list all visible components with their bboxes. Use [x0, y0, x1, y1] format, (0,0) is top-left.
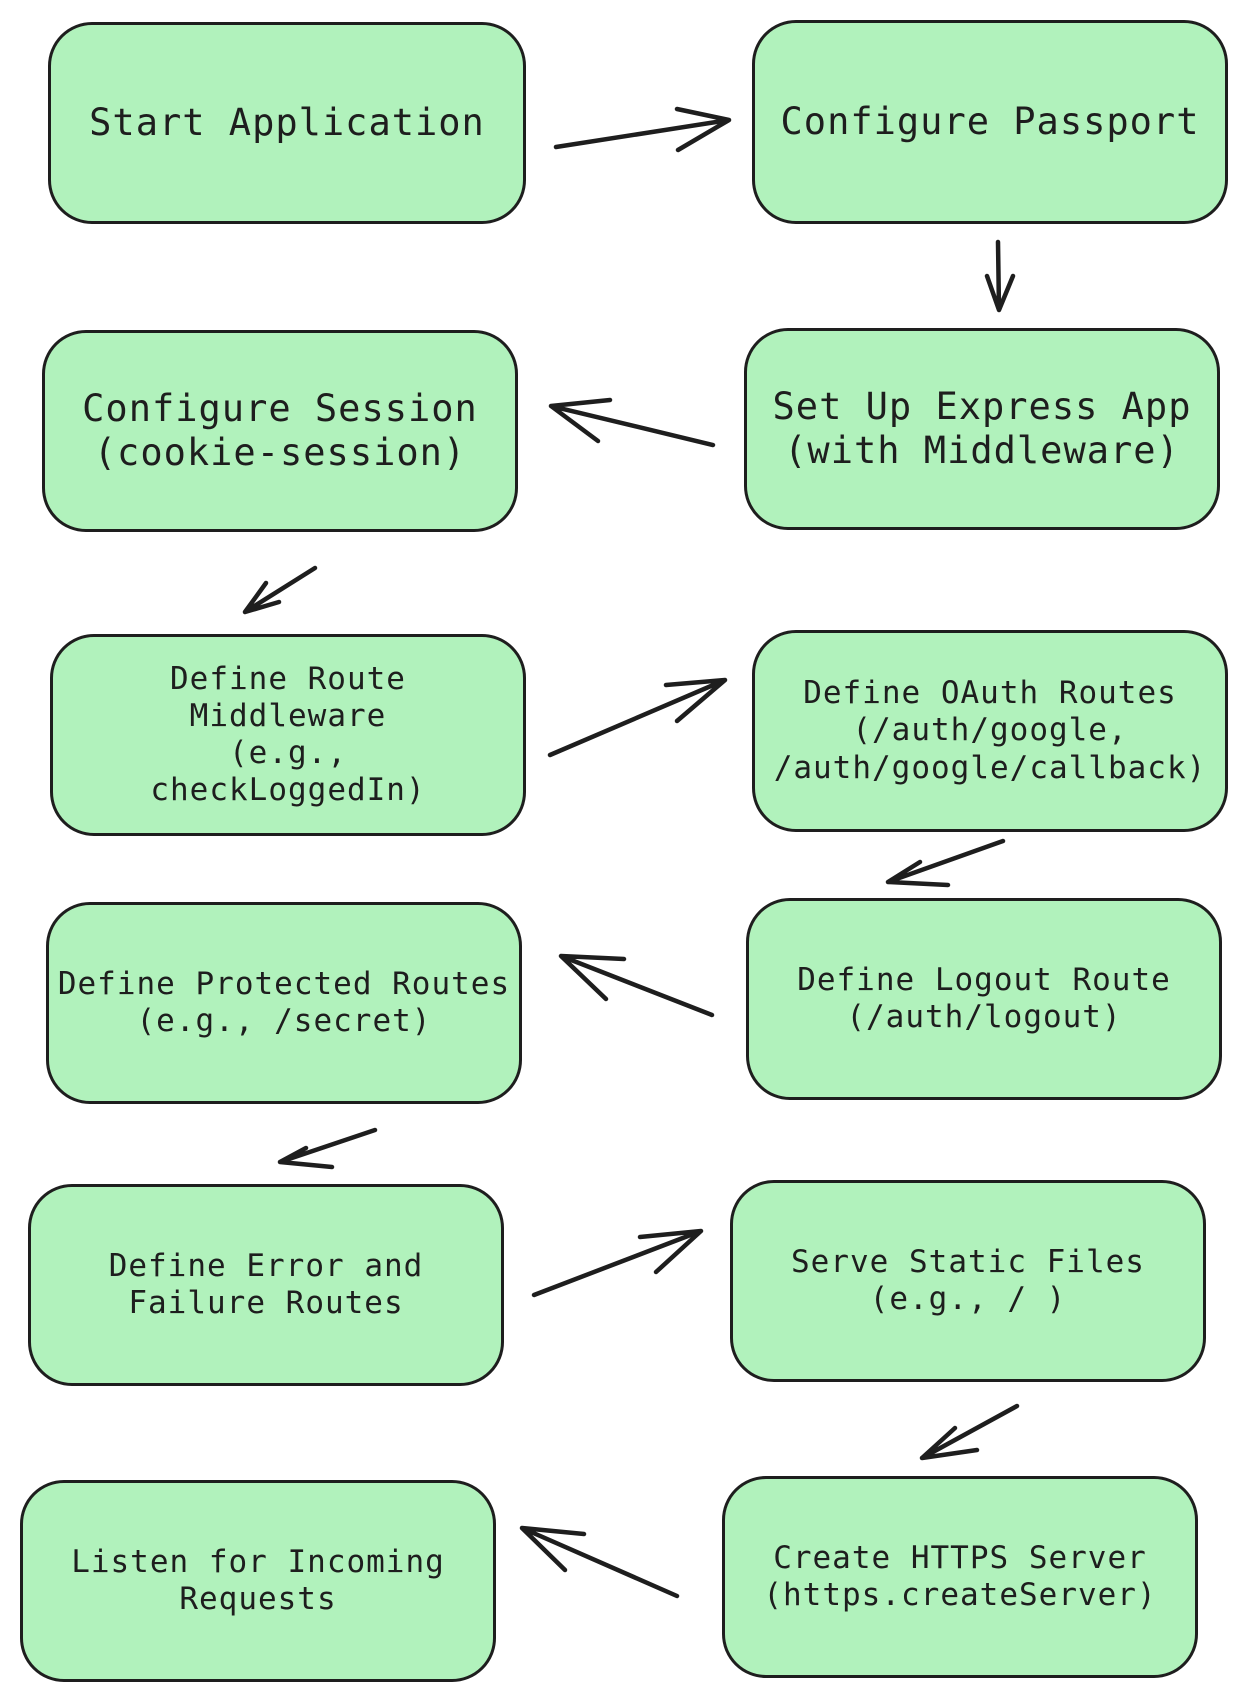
arrow-logout-to-protected: [558, 953, 715, 1018]
node-define-logout-route[interactable]: Define Logout Route (/auth/logout): [746, 898, 1222, 1100]
arrow-session-to-route-middleware: [242, 565, 318, 615]
node-configure-session[interactable]: Configure Session (cookie-session): [42, 330, 518, 532]
arrow-protected-to-error: [277, 1127, 378, 1170]
node-create-https-server[interactable]: Create HTTPS Server (https.createServer): [722, 1476, 1198, 1678]
arrow-static-to-https: [919, 1403, 1020, 1461]
node-set-up-express-app[interactable]: Set Up Express App (with Middleware): [744, 328, 1220, 530]
node-define-protected-routes[interactable]: Define Protected Routes (e.g., /secret): [46, 902, 522, 1104]
node-serve-static-files[interactable]: Serve Static Files (e.g., / ): [730, 1180, 1206, 1382]
arrow-passport-to-express: [984, 239, 1016, 313]
arrow-error-to-static: [531, 1228, 704, 1298]
arrow-express-to-session: [548, 397, 716, 448]
node-start-application[interactable]: Start Application: [48, 22, 526, 224]
node-configure-passport[interactable]: Configure Passport: [752, 20, 1228, 224]
node-define-error-failure-routes[interactable]: Define Error and Failure Routes: [28, 1184, 504, 1386]
node-listen-incoming-requests[interactable]: Listen for Incoming Requests: [20, 1480, 496, 1682]
arrow-start-to-passport: [553, 106, 732, 153]
arrow-oauth-to-logout: [885, 838, 1006, 888]
node-define-route-middleware[interactable]: Define Route Middleware (e.g., checkLogg…: [50, 634, 526, 836]
arrow-route-middleware-to-oauth: [547, 677, 728, 758]
arrow-https-to-listen: [519, 1525, 680, 1599]
node-define-oauth-routes[interactable]: Define OAuth Routes (/auth/google, /auth…: [752, 630, 1228, 832]
